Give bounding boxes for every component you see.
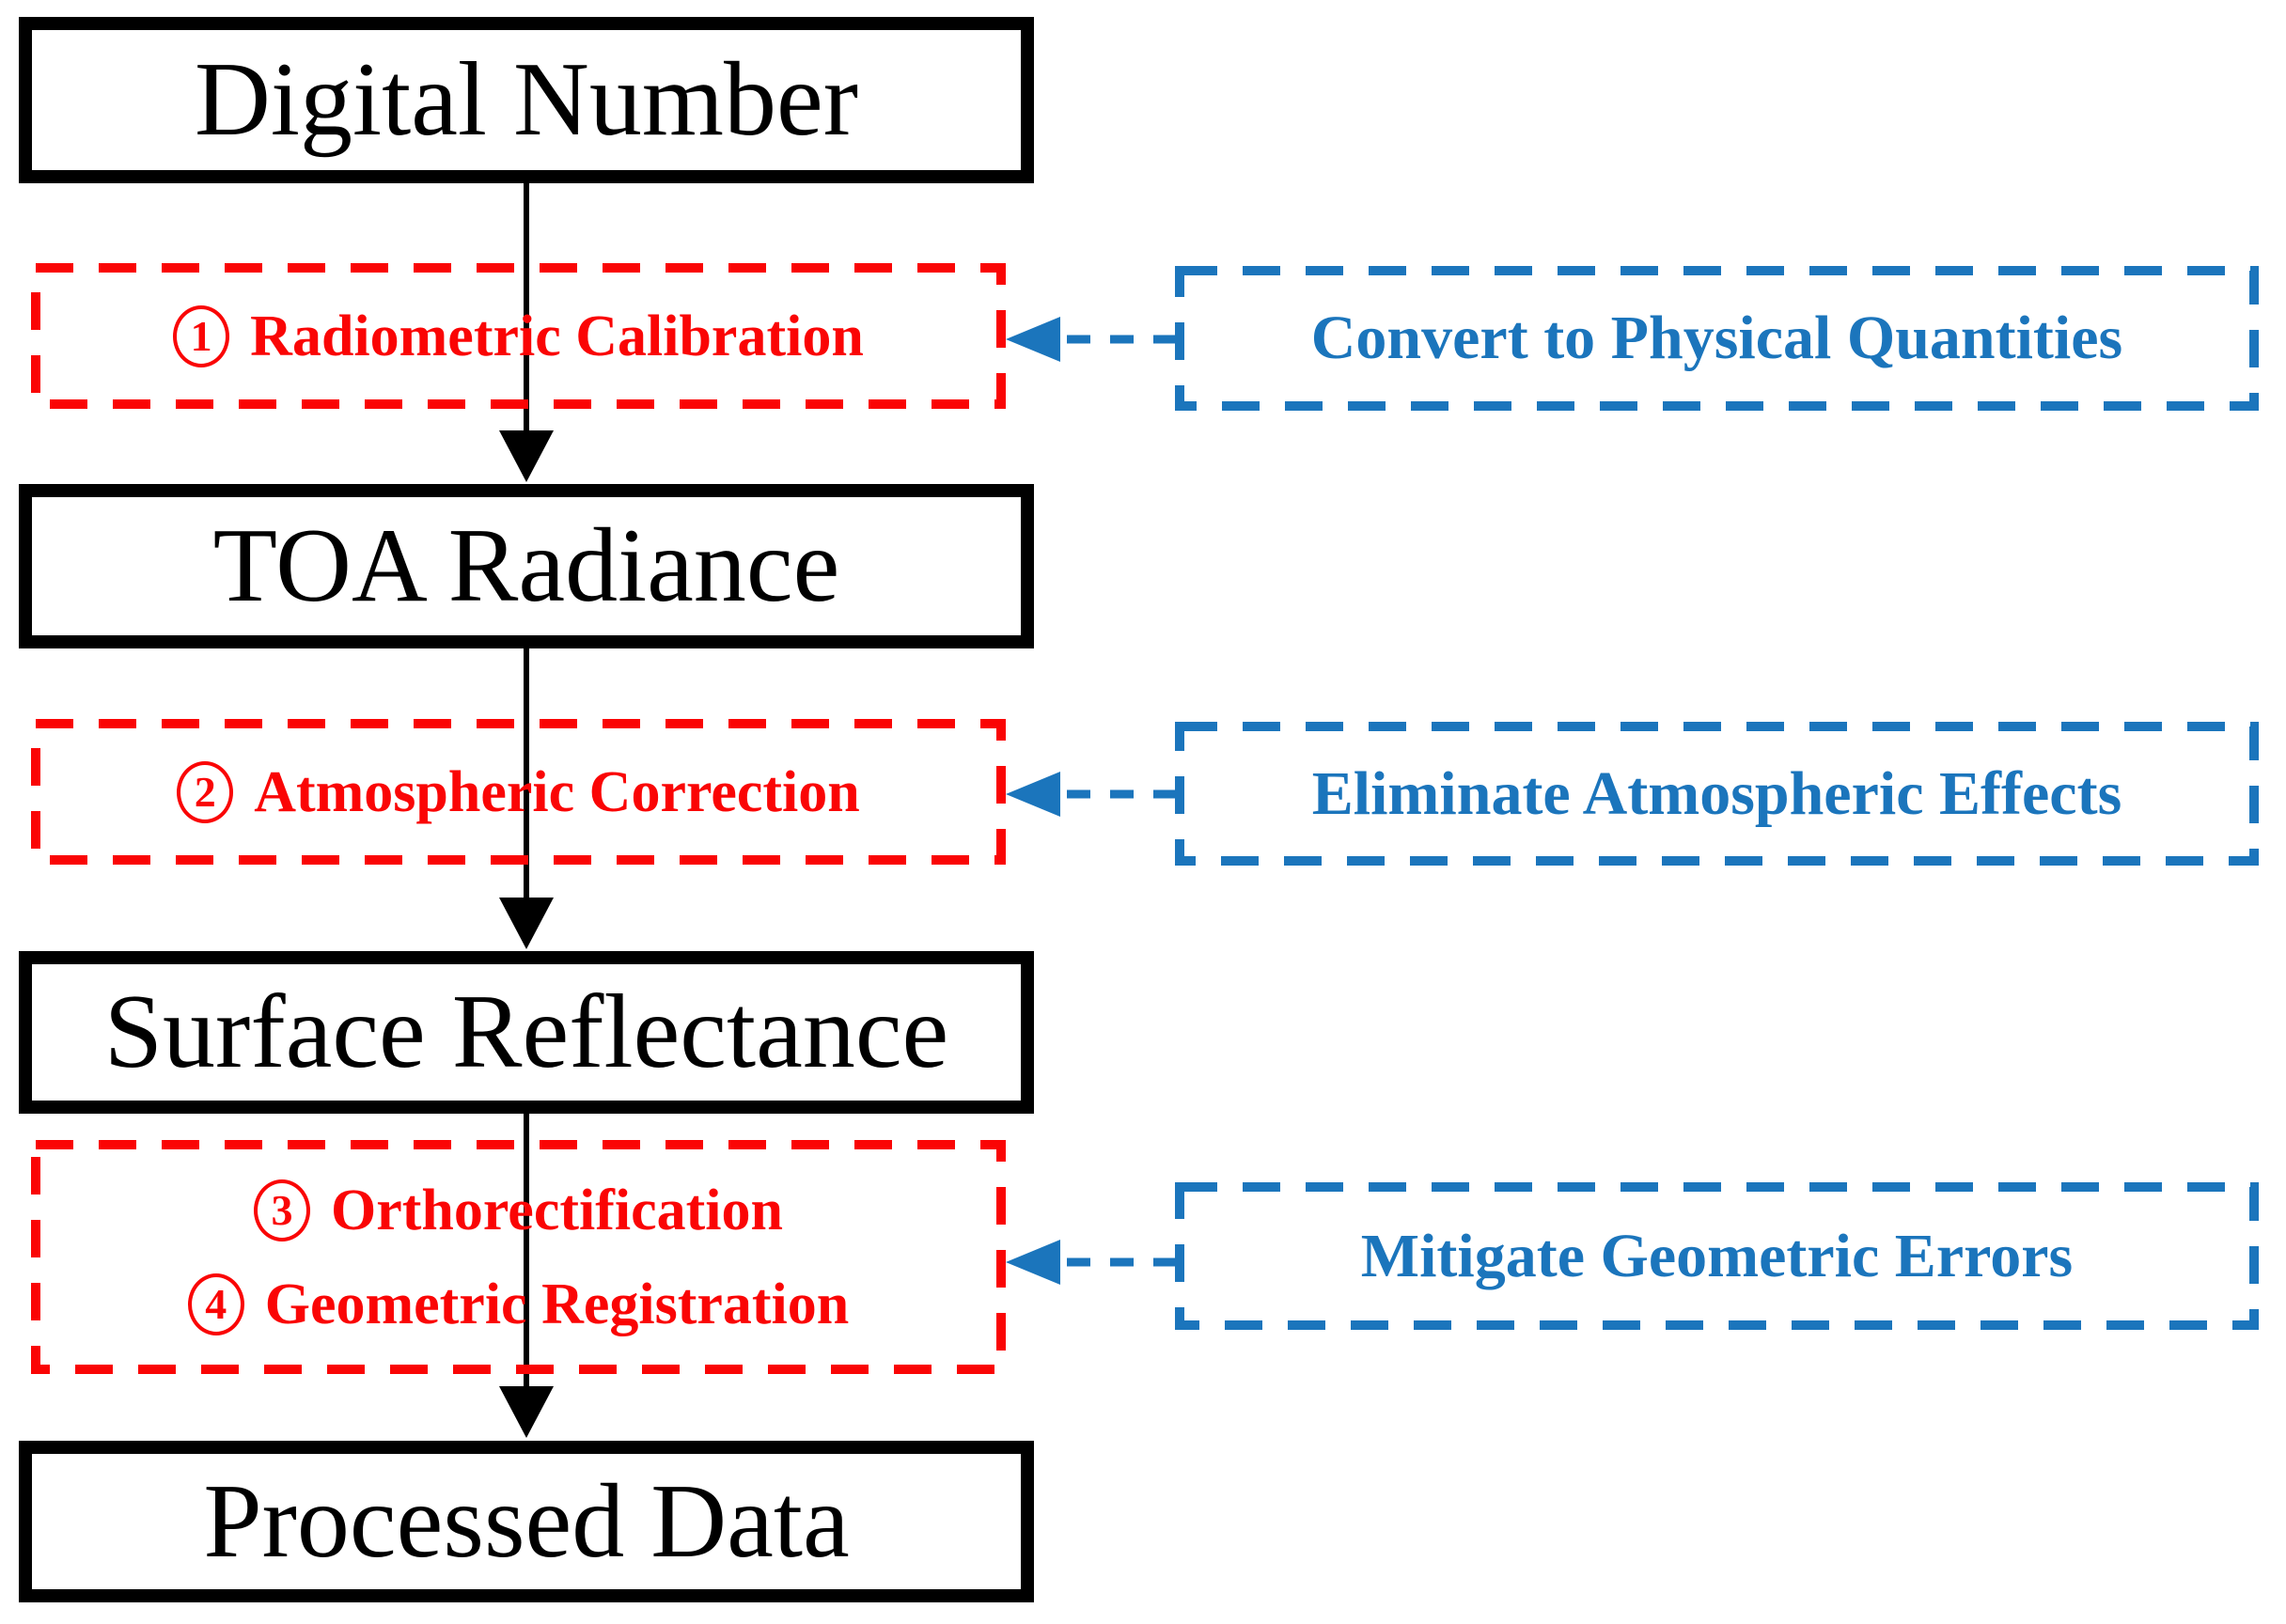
step-box-border-geometric-steps	[31, 1140, 1006, 1374]
step-label-text: Atmospheric Correction	[254, 759, 860, 824]
step-box-radiometric-calibration: 1 Radiometric Calibration	[31, 263, 1006, 409]
stage-box-border-toa-radiance	[19, 484, 1034, 648]
stage-box-digital-number: Digital Number	[19, 17, 1034, 183]
stage-box-toa-radiance: TOA Radiance	[19, 484, 1034, 648]
flow-arrowhead-icon	[499, 430, 554, 482]
step-box-border-atmospheric-correction	[31, 719, 1006, 865]
step-box-border-radiometric-calibration	[31, 263, 1006, 409]
step-label-text: Radiometric Calibration	[250, 304, 864, 368]
note-label-text: Mitigate Geometric Errors	[1360, 1221, 2074, 1290]
step-line: 3 Orthorectification	[254, 1179, 783, 1241]
step-line: 2 Atmospheric Correction	[177, 759, 860, 824]
stage-label-text: Surface Reflectance	[103, 974, 949, 1090]
note-arrowhead-icon	[1006, 317, 1060, 362]
stage-box-border-digital-number	[19, 17, 1034, 183]
step-number-badge: 2	[177, 760, 234, 823]
note-box-eliminate-atmospheric-effects: Eliminate Atmospheric Effects	[1175, 722, 2259, 866]
note-box-convert-to-physical-quantities: Convert to Physical Quantities	[1175, 266, 2259, 411]
flow-arrowhead-icon	[499, 898, 554, 949]
stage-box-border-surface-reflectance	[19, 951, 1034, 1114]
step-number-badge: 1	[173, 304, 230, 367]
note-box-mitigate-geometric-errors: Mitigate Geometric Errors	[1175, 1182, 2259, 1330]
note-box-border-mitigate	[1175, 1182, 2259, 1330]
stage-box-processed-data: Processed Data	[19, 1441, 1034, 1602]
note-label-text: Eliminate Atmospheric Effects	[1311, 758, 2122, 828]
step-line: 4 Geometric Registration	[187, 1272, 850, 1336]
stage-label-text: TOA Radiance	[212, 508, 840, 624]
stage-box-border-processed-data	[19, 1441, 1034, 1602]
step-number-badge: 3	[254, 1179, 311, 1241]
stage-label-text: Digital Number	[194, 41, 859, 158]
note-arrowhead-icon	[1006, 772, 1060, 817]
note-label-text: Convert to Physical Quantities	[1310, 304, 2123, 372]
step-line: 1 Radiometric Calibration	[173, 304, 864, 368]
stage-box-surface-reflectance: Surface Reflectance	[19, 951, 1034, 1114]
stage-label-text: Processed Data	[203, 1462, 850, 1580]
step-label-text: Geometric Registration	[264, 1272, 850, 1336]
flow-arrowhead-icon	[499, 1386, 554, 1438]
note-box-border-convert	[1175, 266, 2259, 411]
step-label-text: Orthorectification	[331, 1178, 783, 1242]
note-arrowhead-icon	[1006, 1240, 1060, 1285]
step-box-geometric-steps: 3 Orthorectification 4 Geometric Registr…	[31, 1140, 1006, 1374]
step-number-badge: 4	[187, 1273, 244, 1335]
step-box-atmospheric-correction: 2 Atmospheric Correction	[31, 719, 1006, 865]
note-box-border-eliminate	[1175, 722, 2259, 866]
